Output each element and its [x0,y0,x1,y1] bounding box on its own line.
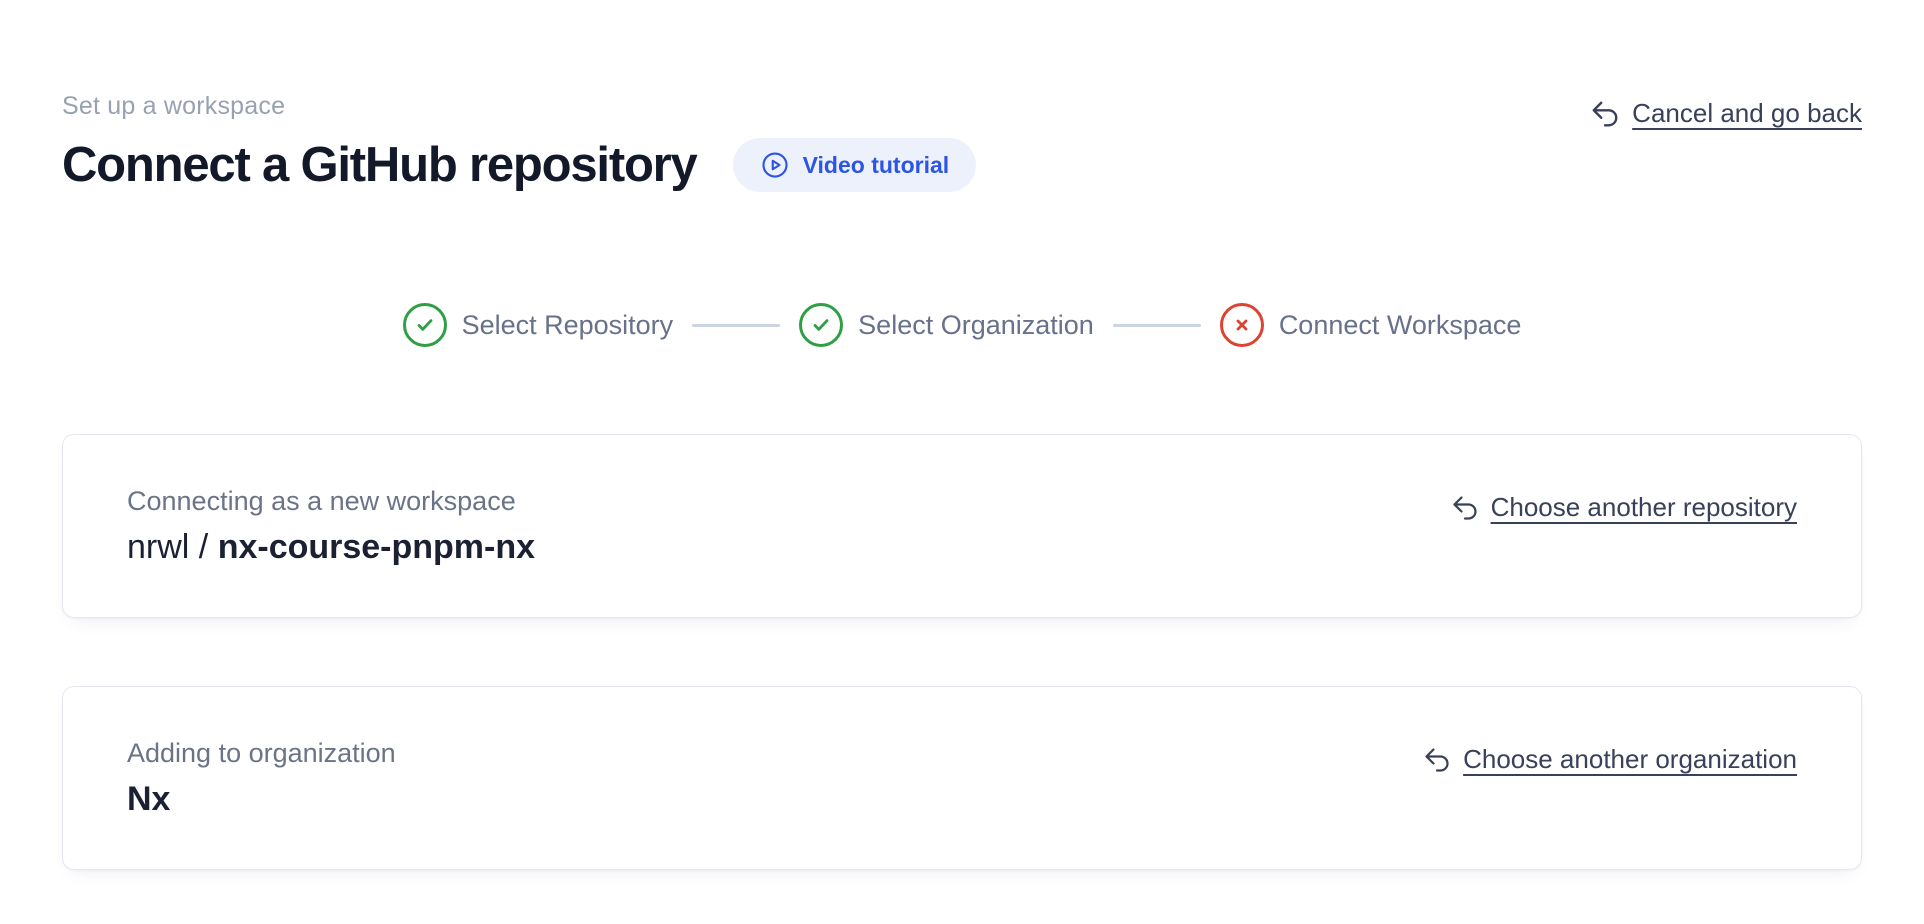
organization-card-label: Adding to organization [127,737,396,768]
setup-stepper: Select Repository Select Organization Co… [62,303,1862,347]
undo-arrow-icon [1451,494,1479,522]
title-row: Connect a GitHub repository Video tutori… [62,137,977,193]
video-tutorial-button[interactable]: Video tutorial [732,138,977,192]
organization-card-info: Adding to organization Nx [127,738,396,819]
page-title: Connect a GitHub repository [62,138,698,192]
organization-name: Nx [127,779,171,818]
repository-card-info: Connecting as a new workspace nrwl / nx-… [127,486,535,567]
choose-another-repository-link[interactable]: Choose another repository [1451,492,1797,523]
stepper-connector [1112,323,1201,327]
repository-name: nrwl / nx-course-pnpm-nx [127,528,535,567]
play-circle-icon [760,150,790,180]
undo-arrow-icon [1590,99,1620,129]
header-left: Set up a workspace Connect a GitHub repo… [62,92,977,193]
step-complete-icon [402,303,447,347]
video-tutorial-label: Video tutorial [802,151,950,178]
step-select-organization: Select Organization [799,303,1094,347]
repository-owner: nrwl / [127,527,218,566]
cancel-link-label: Cancel and go back [1632,98,1862,128]
eyebrow-text: Set up a workspace [62,92,286,120]
step-label: Connect Workspace [1278,309,1522,340]
choose-repository-label: Choose another repository [1490,492,1797,522]
page-header: Set up a workspace Connect a GitHub repo… [62,92,1862,193]
setup-workspace-page: Set up a workspace Connect a GitHub repo… [62,92,1862,870]
organization-card: Adding to organization Nx Choose another… [62,686,1862,870]
step-error-icon [1219,303,1264,347]
choose-organization-label: Choose another organization [1463,744,1797,774]
step-label: Select Organization [858,309,1094,340]
repository-card-label: Connecting as a new workspace [127,485,516,516]
step-label: Select Repository [461,309,674,340]
step-connect-workspace: Connect Workspace [1219,303,1522,347]
undo-arrow-icon [1423,746,1451,774]
repository-card: Connecting as a new workspace nrwl / nx-… [62,434,1862,618]
stepper-connector [692,323,781,327]
step-select-repository: Select Repository [402,303,674,347]
step-complete-icon [799,303,844,347]
choose-another-organization-link[interactable]: Choose another organization [1423,744,1797,775]
cancel-and-go-back-link[interactable]: Cancel and go back [1590,98,1862,129]
repository-slug: nx-course-pnpm-nx [217,527,536,566]
